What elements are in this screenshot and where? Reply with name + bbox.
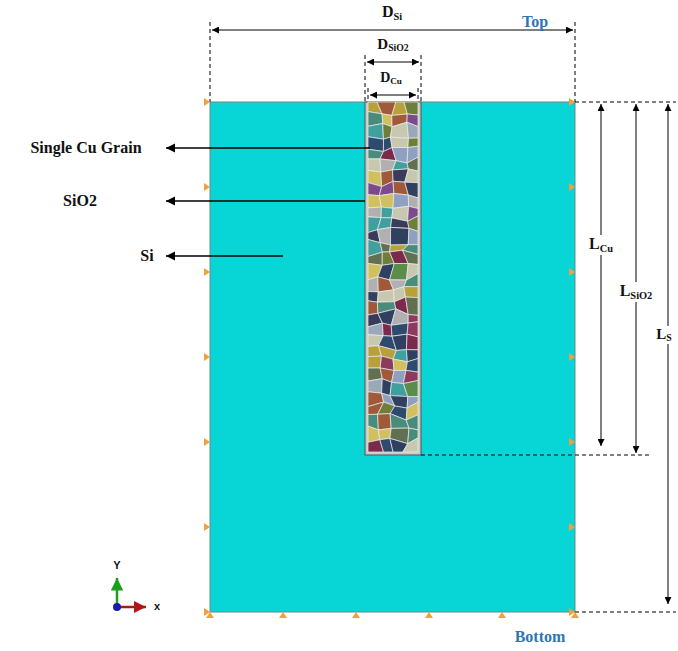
surface-label: Bottom <box>515 629 566 645</box>
dimension-label: DSi <box>382 4 402 22</box>
dimension-lines <box>212 30 668 604</box>
axis-label: Y <box>113 560 120 571</box>
dimension-label: LS <box>654 326 673 344</box>
part-label: Single Cu Grain <box>30 140 141 156</box>
boundary-conditions <box>204 98 579 618</box>
dimension-label: LCu <box>587 235 615 255</box>
axis-triad <box>113 578 146 611</box>
axis-label: x <box>154 601 160 612</box>
part-label: SiO2 <box>63 193 97 209</box>
dimension-label: DCu <box>380 71 402 86</box>
extension-lines <box>210 22 676 612</box>
leader-arrows <box>166 148 370 256</box>
dimension-label: DSiO2 <box>377 37 408 53</box>
dimension-label: LSiO2 <box>618 282 655 302</box>
surface-label: Top <box>522 14 548 30</box>
cu-grains <box>368 102 418 452</box>
sio2-liner <box>365 102 421 455</box>
si-substrate <box>210 102 575 612</box>
part-label: Si <box>140 248 153 264</box>
cu-fill <box>368 102 418 452</box>
